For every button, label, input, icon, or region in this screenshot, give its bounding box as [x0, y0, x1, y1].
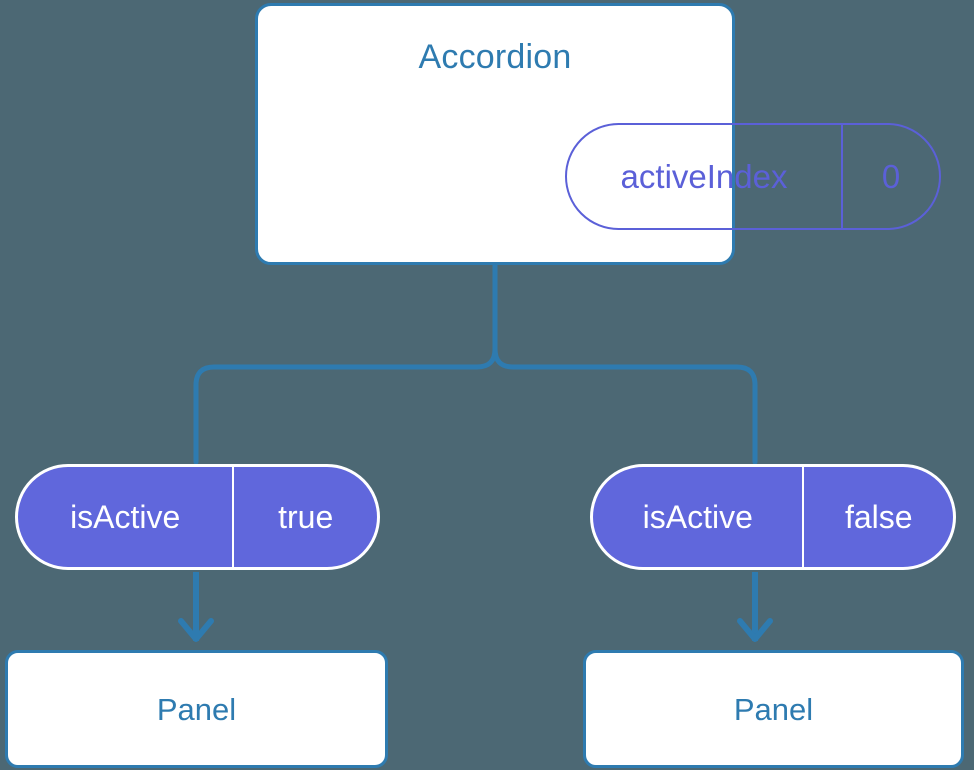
panel-title-right: Panel: [733, 691, 814, 727]
accordion-title: Accordion: [418, 38, 572, 76]
state-pill-activeindex-key: activeIndex: [620, 158, 788, 195]
panel-title-left: Panel: [156, 691, 237, 727]
connector-root-fork: [193, 263, 498, 465]
prop-pill-isactive-false-key: isActive: [642, 499, 753, 535]
state-pill-activeindex-value: 0: [841, 125, 939, 228]
panel-component-card-left[interactable]: Panel: [5, 650, 388, 768]
accordion-component-card[interactable]: Accordion activeIndex 0: [255, 3, 941, 265]
state-pill-activeindex[interactable]: activeIndex 0: [565, 123, 941, 230]
prop-pill-isactive-false[interactable]: isActive false: [590, 464, 956, 570]
connector-root-fork-right: [492, 263, 758, 465]
arrow-head-right-icon: [737, 618, 773, 642]
panel-component-card-right[interactable]: Panel: [583, 650, 964, 768]
prop-pill-isactive-true-key: isActive: [70, 499, 181, 535]
arrow-head-left-icon: [178, 618, 214, 642]
prop-pill-isactive-true[interactable]: isActive true: [15, 464, 380, 570]
prop-pill-isactive-true-value: true: [232, 467, 377, 567]
prop-pill-isactive-false-value: false: [802, 467, 953, 567]
